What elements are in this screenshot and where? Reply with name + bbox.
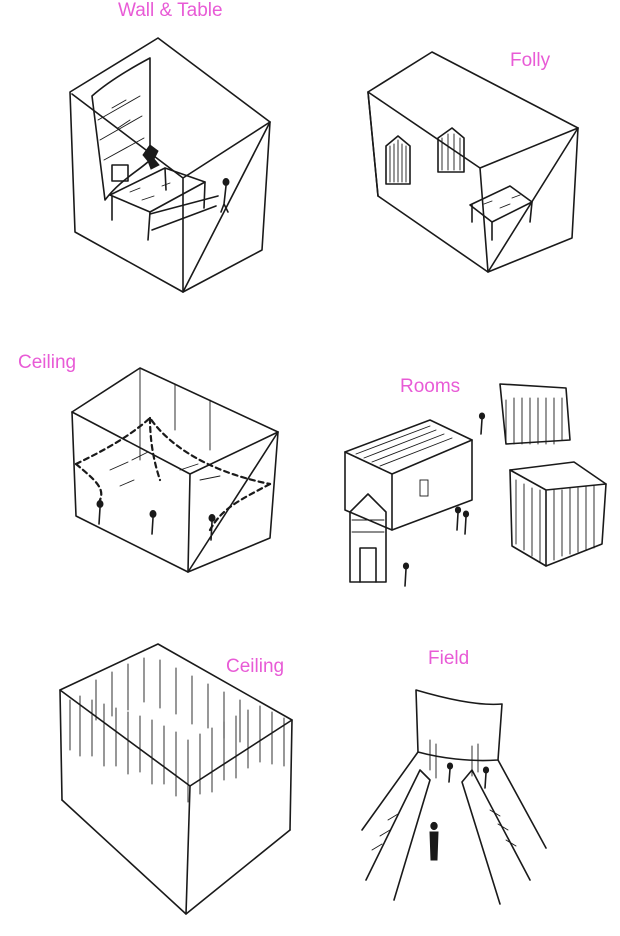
ceiling-label-1: Ceiling [18,352,76,373]
wall-and-table-sketch: Wall & Table [69,0,271,293]
ceiling-label-2: Ceiling [226,656,284,677]
folly-label: Folly [510,50,551,71]
field-label: Field [428,648,469,669]
folly-sketch: Folly [367,50,579,273]
rooms-label: Rooms [400,376,460,397]
field-sketch: Field [361,648,547,905]
ceiling-membrane-sketch: Ceiling [18,352,279,573]
wall-table-label: Wall & Table [118,0,223,21]
rooms-sketch: Rooms [344,376,607,587]
ceiling-strands-sketch: Ceiling [59,643,293,915]
